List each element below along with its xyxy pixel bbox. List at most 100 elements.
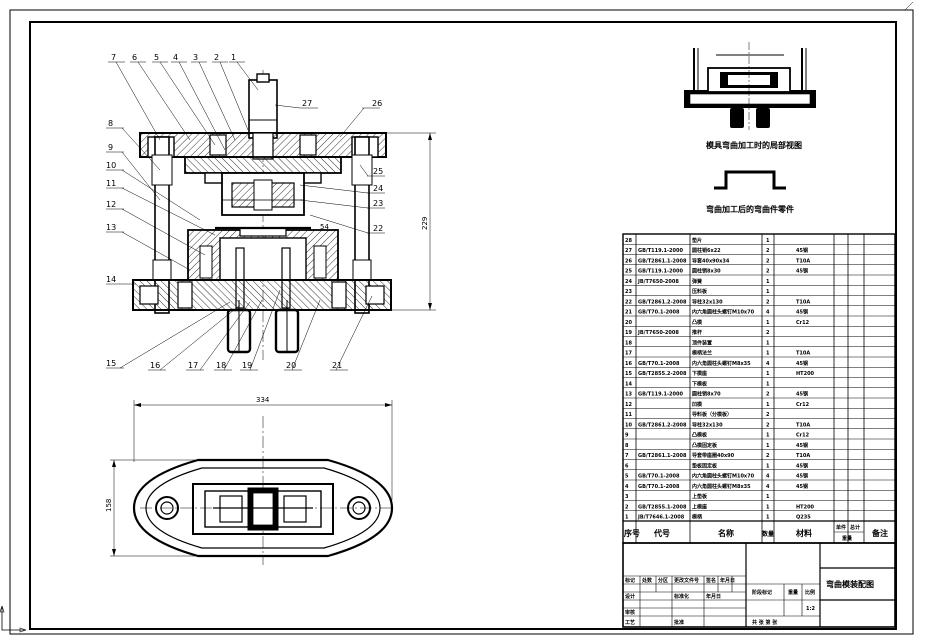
bom-cell-name: 下模板: [692, 380, 708, 387]
bom-cell-name: 内六角圆柱头螺钉M10x70: [692, 309, 755, 316]
label-11: 11: [106, 179, 116, 188]
bom-cell-mat: Cr12: [796, 433, 810, 439]
bom-cell-no: 20: [625, 320, 632, 326]
bom-cell-qty: 1: [766, 238, 770, 244]
bom-cell-no: 17: [625, 351, 632, 357]
bom-header-code: 代号: [653, 528, 670, 538]
local-view: 模具弯曲加工时的局部视图 弯曲加工后的弯曲件零件: [684, 42, 816, 214]
bom-cell-code: GB/T119.1-2000: [638, 392, 683, 398]
bom-cell-name: 内六角圆柱头螺钉M8x35: [692, 360, 751, 367]
rev-doc: 更改文件号: [674, 577, 699, 584]
bom-cell-qty: 1: [766, 320, 770, 326]
label-18: 18: [216, 361, 226, 370]
tb-std: 标准化: [673, 593, 689, 600]
bom-cell-name: 导套带座圈40x90: [692, 452, 735, 459]
die-shank: [248, 79, 278, 139]
bom-cell-mat: Cr12: [796, 402, 810, 408]
label-24: 24: [373, 184, 383, 193]
bom-cell-no: 7: [625, 453, 629, 459]
bom-cell-no: 19: [625, 330, 632, 336]
bom-cell-name: 内六角圆柱头螺钉M8x35: [692, 483, 751, 490]
bom-cell-name: 圆柱销6x22: [692, 247, 721, 254]
bom-cell-mat: 45钢: [796, 442, 808, 449]
bom-cell-mat: 45钢: [796, 462, 808, 469]
bom-cell-no: 15: [625, 371, 632, 377]
bom-cell-name: 圆柱销8x70: [692, 391, 721, 398]
bom-cell-code: GB/T70.1-2008: [638, 474, 680, 480]
label-8: 8: [108, 119, 113, 128]
bom-header-weight: 重量: [842, 535, 852, 542]
bom-cell-qty: 1: [766, 351, 770, 357]
dim-small: 54: [320, 223, 329, 231]
bom-cell-mat: 45钢: [796, 391, 808, 398]
label-19: 19: [242, 361, 252, 370]
bom-cell-no: 18: [625, 340, 632, 346]
bom-cell-code: JB/T7650-2008: [637, 279, 679, 285]
bom-cell-qty: 2: [766, 330, 770, 336]
bom-cell-no: 5: [625, 474, 629, 480]
lower-die-plate: [132, 279, 392, 311]
tb-date: 年月日: [706, 593, 721, 600]
bom-cell-name: 凸模板: [692, 432, 708, 439]
bom-cell-qty: 2: [766, 269, 770, 275]
bom-cell-qty: 2: [766, 422, 770, 428]
bom-cell-code: GB/T2861.1-2008: [638, 258, 687, 264]
bom-cell-no: 2: [625, 504, 629, 510]
label-16: 16: [150, 361, 160, 370]
punch-holder: [184, 156, 342, 174]
bom-cell-code: GB/T2861.2-2008: [638, 299, 687, 305]
bom-cell-no: 14: [625, 381, 632, 387]
bom-cell-qty: 1: [766, 443, 770, 449]
bom-cell-qty: 2: [766, 453, 770, 459]
bom-cell-no: 13: [625, 392, 632, 398]
label-22: 22: [373, 224, 383, 233]
bent-part-profile: [714, 170, 786, 190]
bom-cell-name: 垫片: [692, 237, 702, 244]
die-outline: [132, 458, 394, 558]
inner-border: [29, 21, 897, 630]
bom-cell-qty: 4: [766, 474, 770, 480]
bom-cell-mat: T10A: [796, 453, 810, 459]
label-7: 7: [111, 53, 116, 62]
bom-cell-qty: 1: [766, 463, 770, 469]
bom-header-total: 总计: [850, 524, 860, 531]
label-27: 27: [302, 99, 312, 108]
bom-cell-name: 导套40x90x34: [692, 257, 730, 264]
bom-cell-code: GB/T2861.1-2008: [638, 453, 687, 459]
bom-cell-name: 圆柱销8x30: [692, 268, 721, 275]
bom-cell-no: 1: [625, 515, 629, 521]
label-12: 12: [106, 200, 116, 209]
label-5: 5: [154, 53, 159, 62]
layout-caption: 模具弯曲加工时的局部视图: [706, 140, 802, 150]
bom-cell-qty: 4: [766, 484, 770, 490]
title-block: 弯曲模装配图 标记 处数 分区 更改文件号 签名 年月日 设计 标准化 审核 工…: [622, 542, 896, 628]
bom-cell-name: 内六角圆柱头螺钉M10x70: [692, 473, 755, 480]
label-25: 25: [373, 167, 383, 176]
leader-lines: [106, 61, 385, 371]
tb-review: 审核: [625, 609, 635, 616]
bom-cell-qty: 2: [766, 258, 770, 264]
tb-weight: 重量: [788, 589, 798, 596]
bom-cell-mat: T10A: [796, 351, 810, 357]
bom-header-material: 材料: [796, 528, 812, 538]
bom-cell-mat: 45钢: [796, 309, 808, 316]
bom-cell-name: 推杆: [692, 329, 702, 336]
bom-cell-name: 导料板（分模板）: [692, 411, 732, 418]
dim-depth: 158: [105, 499, 113, 512]
tb-design: 设计: [625, 593, 635, 600]
bom-cell-mat: Cr12: [796, 320, 810, 326]
bom-cell-name: 凸模固定板: [692, 442, 718, 449]
bom-cell-no: 21: [625, 310, 632, 316]
bom-cell-code: GB/T70.1-2008: [638, 310, 680, 316]
bom-cell-mat: HT200: [796, 371, 815, 377]
tb-sheets: 共 张 第 张: [752, 619, 778, 626]
label-20: 20: [286, 361, 296, 370]
dim-height: 229: [421, 217, 429, 230]
bom-cell-qty: 1: [766, 515, 770, 521]
bom-cell-mat: T10A: [796, 299, 810, 305]
bom-cell-no: 9: [625, 433, 629, 439]
bom-cell-code: GB/T2861.2-2008: [638, 422, 687, 428]
bom-cell-qty: 2: [766, 412, 770, 418]
bom-cell-code: GB/T2855.2-2008: [638, 371, 687, 377]
bom-cell-name: 垫板固定板: [692, 462, 718, 469]
